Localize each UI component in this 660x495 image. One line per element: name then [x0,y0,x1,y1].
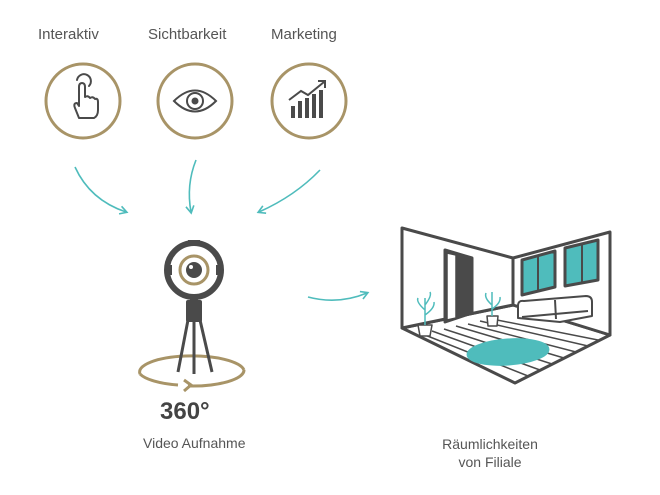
room-illustration [400,226,612,385]
room-caption-line1: Räumlichkeiten [442,436,538,452]
label-marketing: Marketing [271,26,337,43]
room-caption: Räumlichkeiten von Filiale [410,435,570,471]
eye-icon [156,62,234,140]
label-sichtbarkeit: Sichtbarkeit [148,26,227,43]
arrow-sichtbarkeit [185,159,197,215]
camera-360-icon [138,240,246,393]
video-caption: Video Aufnahme [143,435,246,451]
room-caption-line2: von Filiale [458,454,522,470]
label-interaktiv: Interaktiv [38,26,99,43]
arrow-interaktiv [74,166,129,215]
arrow-marketing [256,169,321,215]
arrow-to-room [307,290,370,301]
touch-hand-icon [44,62,122,140]
growth-chart-icon [270,62,348,140]
degrees-label: 360° [160,398,210,425]
